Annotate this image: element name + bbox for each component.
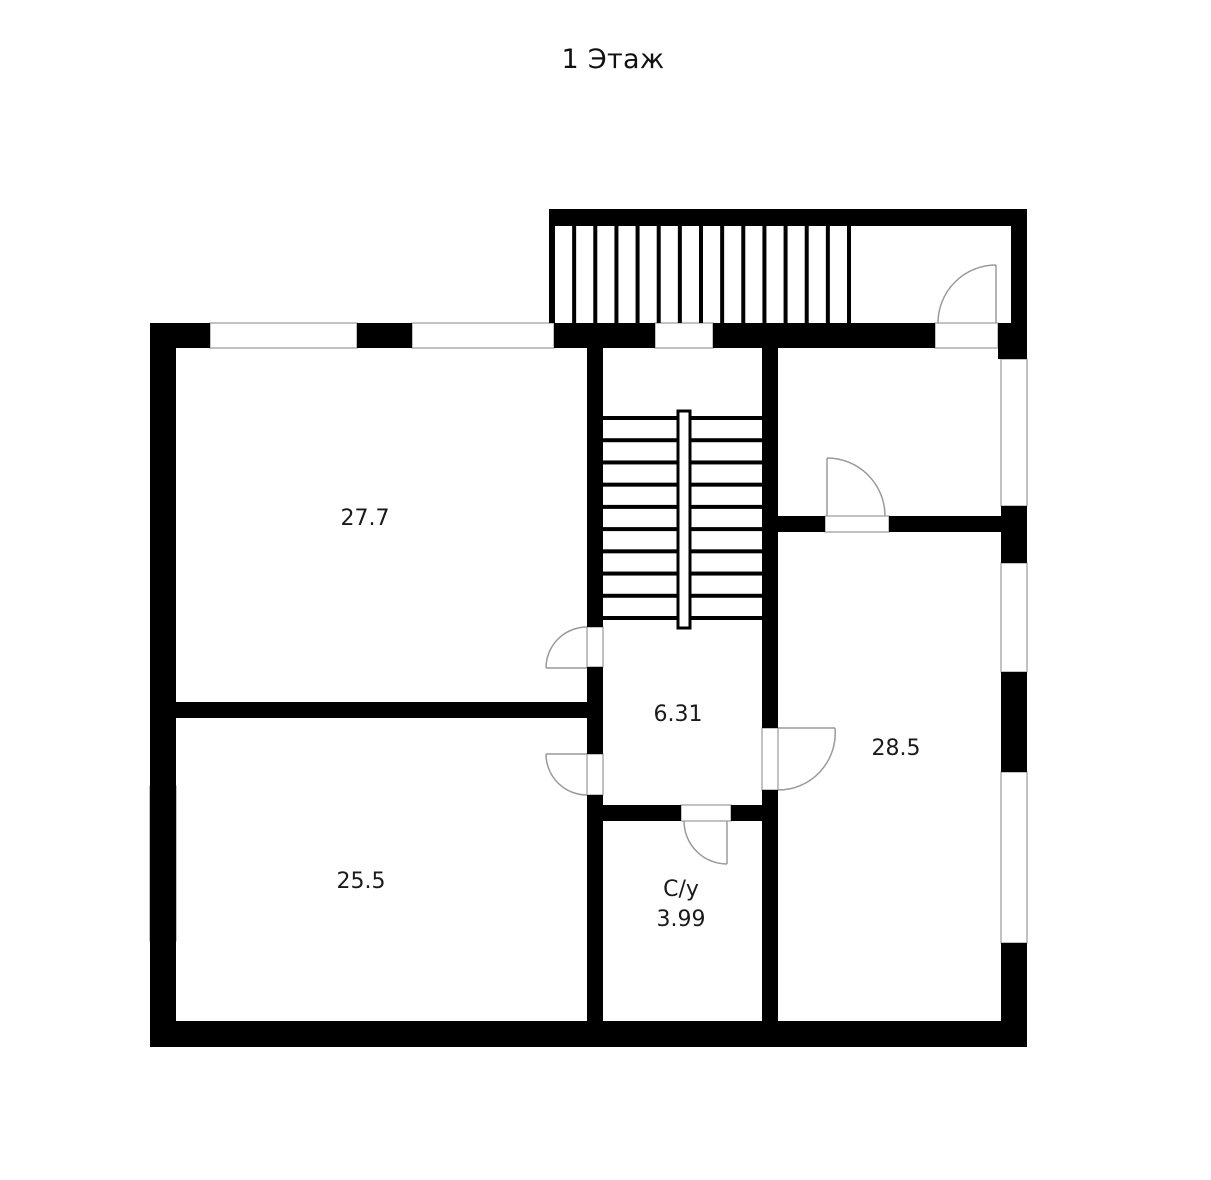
windows [149,322,1028,944]
wall [549,209,553,323]
wall [762,348,778,728]
stair-tread [720,226,725,323]
wall [1001,506,1027,563]
wall [778,516,825,532]
room-area: 25.5 [336,869,386,894]
room-25-5-label: 25.5 [337,867,386,897]
door-opening [824,515,890,533]
stair-tread [783,226,788,323]
stair-tread [699,226,703,323]
room-area: 27.7 [340,506,390,531]
stair-tread [847,226,851,323]
wall [587,795,603,1047]
wall [554,323,655,348]
wall [731,805,762,821]
stair-tread [825,226,830,323]
window [209,322,358,349]
door [545,753,588,796]
floor-title: 1 Этаж [561,44,665,75]
door [683,820,728,865]
stair-tread [677,226,682,323]
stair-tread [762,226,767,323]
wall [357,323,412,348]
door [937,264,997,324]
wall [176,702,587,718]
door [777,727,836,791]
door-opening [761,727,779,791]
window [1000,562,1028,673]
window [934,322,999,349]
wall [889,516,1001,532]
wall [587,667,603,754]
wall [762,790,778,1047]
window [654,322,714,349]
stair-tread [572,226,577,323]
wall [549,209,1027,226]
wall [587,348,603,627]
window [1000,358,1028,507]
door-opening [680,804,732,822]
door [545,626,588,669]
stair-railing [676,409,692,630]
door [826,457,886,517]
wall [150,323,176,1047]
bathroom-3-99-label: С/у 3.99 [657,875,706,935]
room-area: 6.31 [653,702,703,727]
door-opening [586,626,604,668]
hall-6-31-label: 6.31 [654,700,703,730]
stair-tread [656,226,661,323]
room-area: 28.5 [871,736,921,761]
doors [545,264,997,865]
window [411,322,555,349]
door-openings [586,515,890,822]
room-27-7-label: 27.7 [341,504,390,534]
room-28-5-label: 28.5 [872,734,921,764]
wall [1011,209,1027,359]
walls [150,209,1027,1047]
wall [603,805,681,821]
wall [1001,672,1027,772]
stair-tread [804,226,809,323]
stair-tread [593,226,598,323]
door-opening [586,753,604,796]
stair-tread [614,226,619,323]
room-name: С/у [663,877,699,902]
wall [1001,943,1027,1047]
stair-tread [741,226,746,323]
window [1000,771,1028,944]
stair-tread [635,226,640,323]
room-area: 3.99 [656,907,706,932]
wall [713,323,935,348]
